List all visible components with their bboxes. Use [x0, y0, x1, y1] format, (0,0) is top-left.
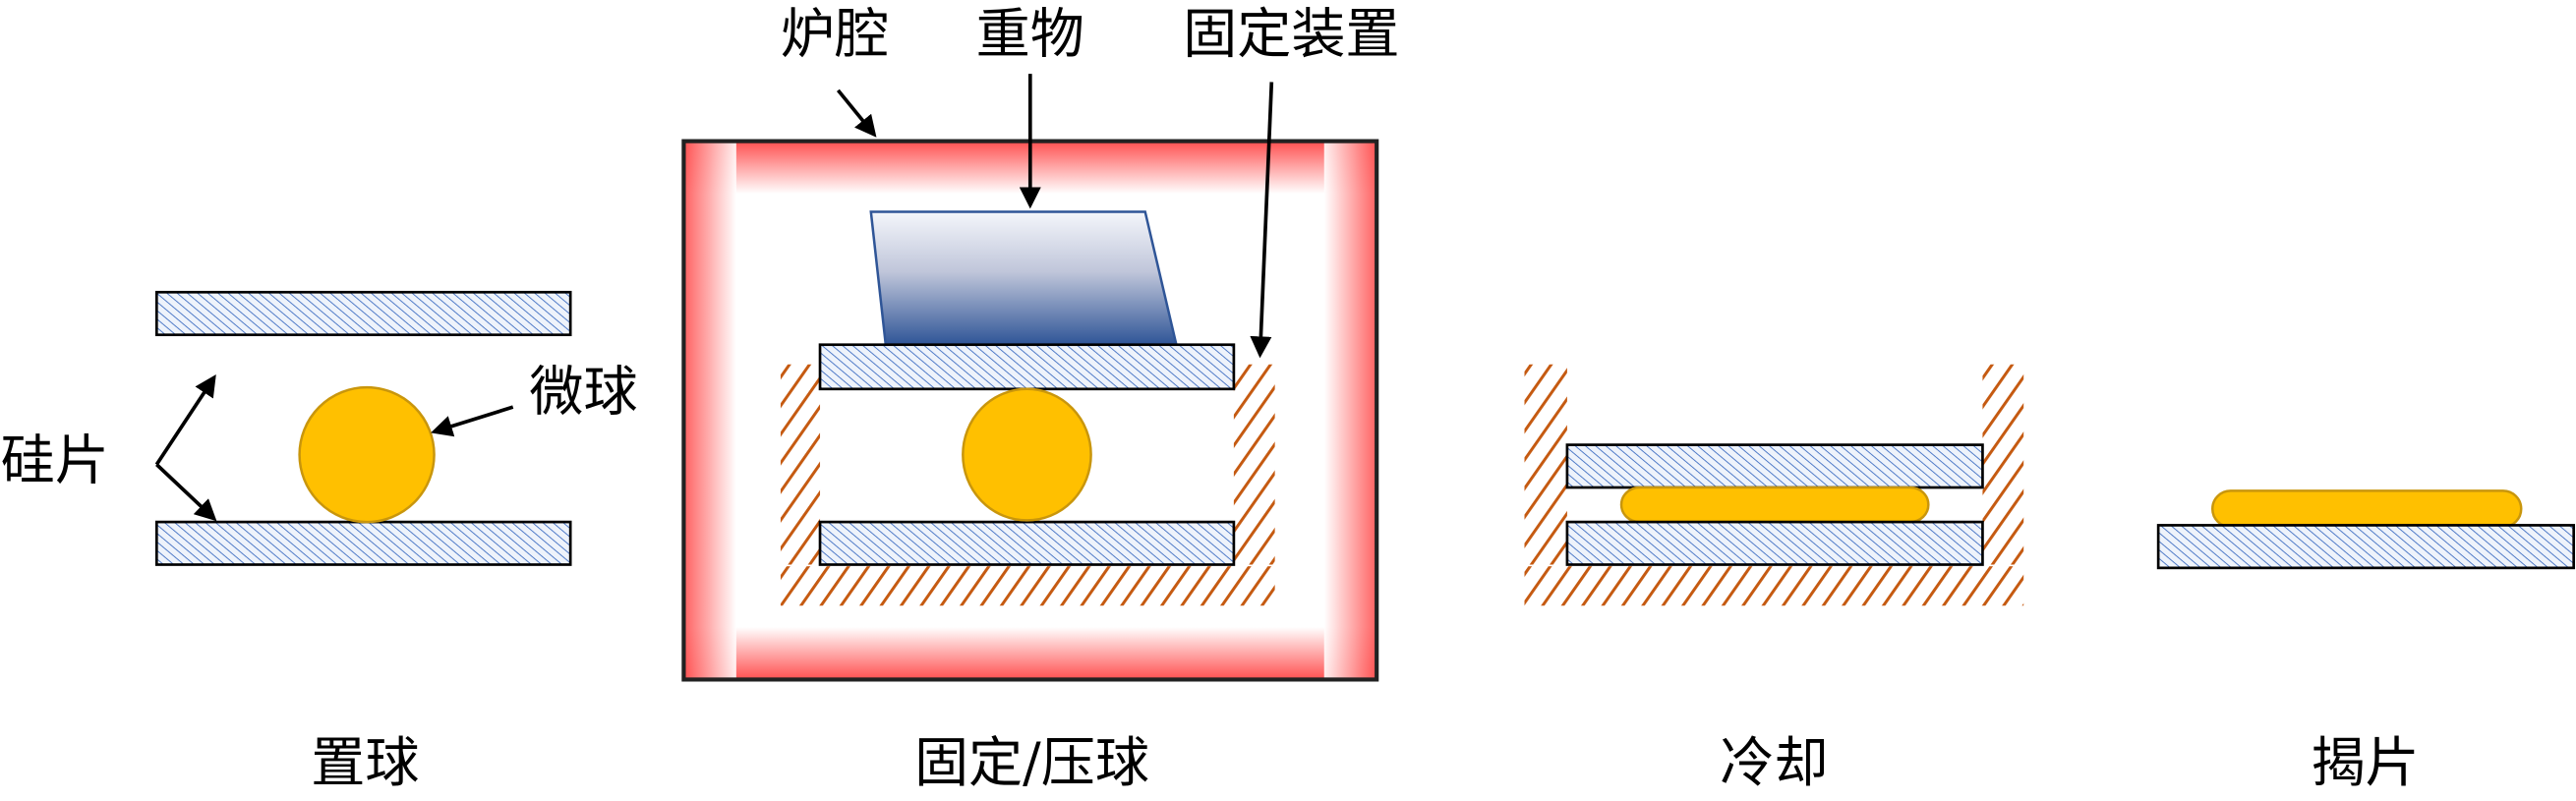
bottom-wafer: [1565, 520, 1984, 566]
step-cooling: 冷却: [1524, 364, 2024, 794]
bottom-wafer: [2156, 524, 2576, 570]
microsphere: [298, 385, 436, 524]
microsphere-arrow: [431, 405, 514, 437]
furnace-label: 炉腔: [781, 2, 889, 65]
microsphere-label: 微球: [529, 361, 637, 424]
wafer-label: 硅片: [1, 429, 109, 492]
weight-label: 重物: [976, 2, 1084, 65]
step-label-fix-press: 固定/压球: [914, 731, 1149, 794]
weight: [869, 210, 1179, 346]
wafer-arrow-down: [155, 463, 217, 522]
fixture-label: 固定装置: [1183, 2, 1399, 65]
step-place-ball: 硅片 微球 置球: [1, 290, 638, 794]
top-wafer: [1565, 443, 1984, 489]
step-peel: 揭片: [2156, 489, 2576, 794]
step-fix-press: 炉腔 重物 固定装置 固定/压球: [681, 2, 1400, 794]
fixture-arrow: [1250, 82, 1274, 359]
wafer-arrow-up: [154, 374, 216, 466]
bottom-wafer: [818, 520, 1236, 566]
step-label-place-ball: 置球: [311, 731, 419, 794]
furnace-arrow: [836, 88, 877, 138]
fixture: [780, 364, 1275, 606]
step-label-cooling: 冷却: [1720, 731, 1828, 794]
step-label-peel: 揭片: [2311, 731, 2419, 794]
top-wafer: [154, 290, 572, 337]
bottom-wafer: [154, 520, 572, 566]
flattened-microsphere: [2211, 489, 2523, 529]
microsphere: [962, 387, 1092, 522]
top-wafer: [818, 343, 1236, 391]
fixture: [1524, 364, 2024, 606]
flattened-microsphere: [1619, 486, 1930, 524]
